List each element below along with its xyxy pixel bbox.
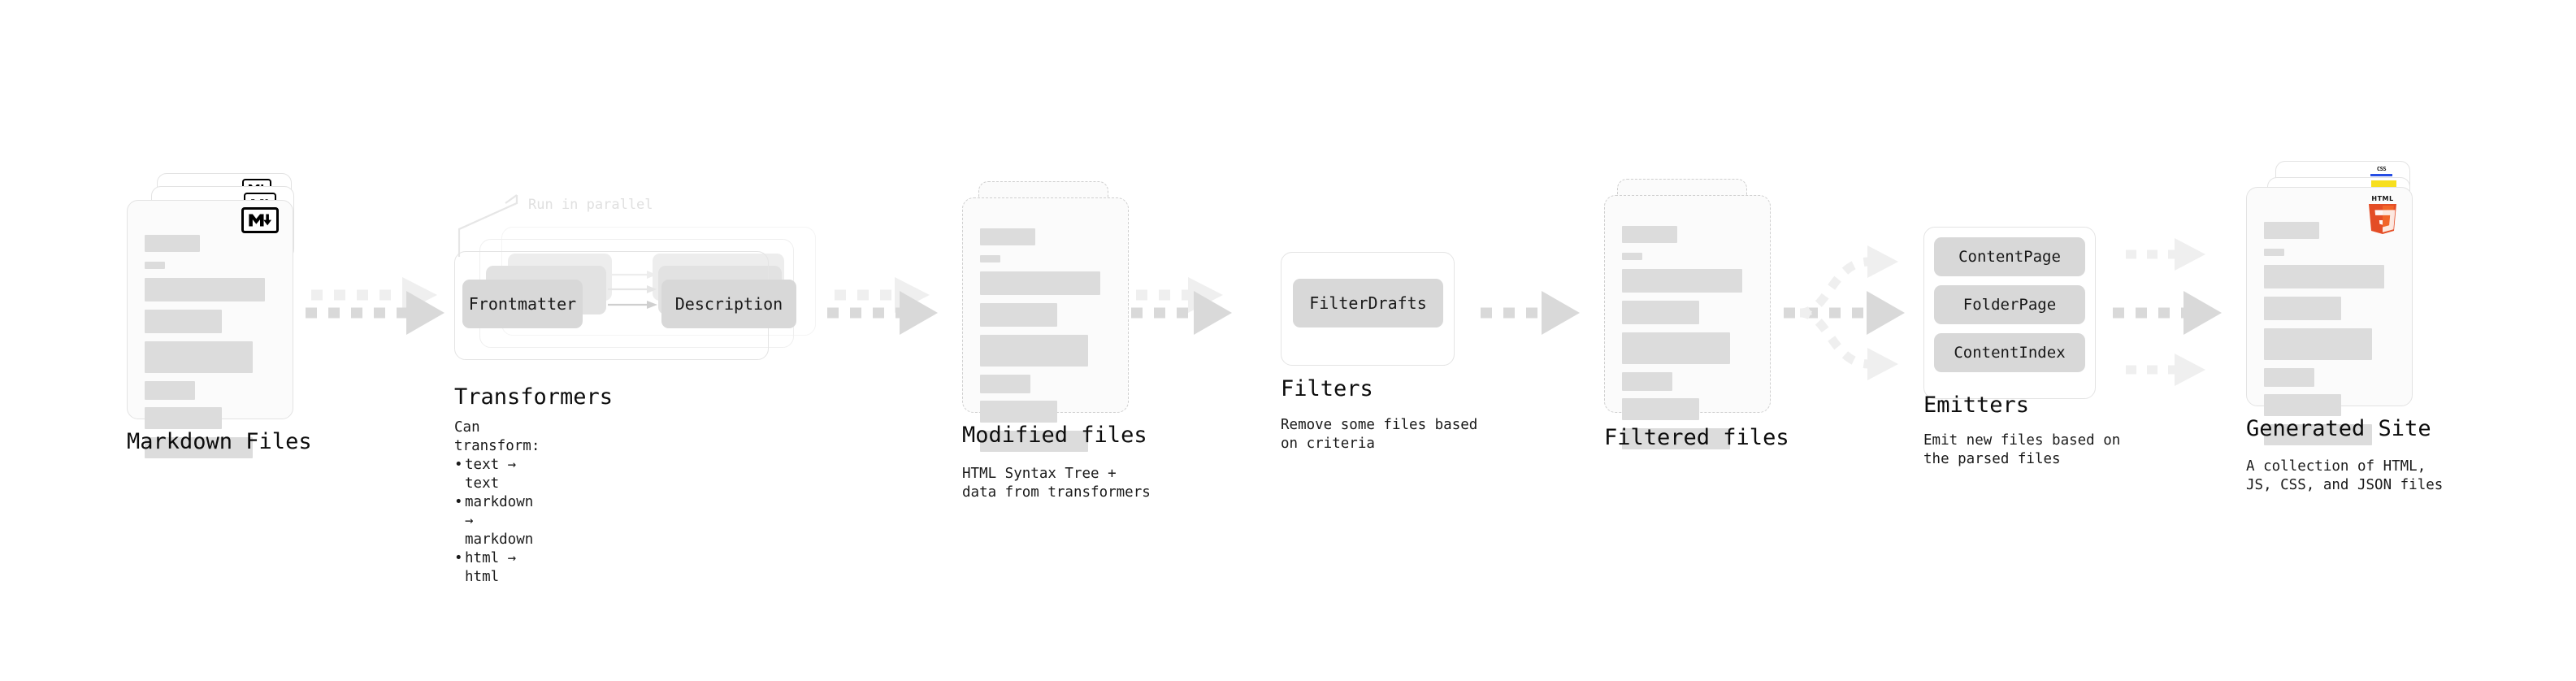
- stage-title-generated-site: Generated Site: [2246, 416, 2431, 441]
- skeleton-line: [145, 381, 195, 400]
- transformer-chip-frontmatter[interactable]: Frontmatter: [462, 280, 583, 328]
- filtered-card-front: [1604, 195, 1771, 449]
- skeleton-line: [1622, 428, 1730, 449]
- run-in-parallel-bracket: [458, 194, 518, 257]
- generated-site-caption-line1: A collection of HTML,: [2246, 458, 2426, 475]
- stage-title-emitters: Emitters: [1923, 393, 2030, 418]
- site-card-front: [2246, 187, 2413, 445]
- skeleton-line: [2264, 297, 2341, 320]
- run-in-parallel-label: Run in parallel: [528, 197, 653, 213]
- stage-title-transformers: Transformers: [454, 384, 614, 410]
- connector-filtered-to-emitters: [1784, 245, 1905, 380]
- skeleton-line: [980, 335, 1088, 367]
- skeleton-line: [1622, 372, 1672, 391]
- skeleton-line: [1622, 398, 1699, 420]
- emitters-caption-line2: the parsed files: [1923, 451, 2061, 467]
- skeleton-line: [1622, 332, 1730, 364]
- generated-site-caption-line2: JS, CSS, and JSON files: [2246, 477, 2444, 493]
- skeleton-line: [1622, 226, 1677, 243]
- skeleton-line: [145, 341, 253, 373]
- transformers-caption-item: html → html: [454, 549, 540, 587]
- stage-title-filters: Filters: [1281, 376, 1373, 401]
- stage-title-filtered-files: Filtered files: [1604, 425, 1789, 450]
- transformers-caption-item: text → text: [454, 456, 540, 493]
- transformers-caption: Can transform: text → text markdown → ma…: [454, 419, 540, 587]
- skeleton-line: [1622, 253, 1642, 260]
- skeleton-line: [980, 271, 1100, 295]
- connector-markdown-to-transformers: [306, 277, 445, 335]
- connector-transformers-to-modified: [827, 277, 938, 335]
- skeleton-line: [1622, 301, 1699, 324]
- markdown-icon: [241, 207, 279, 233]
- skeleton-line: [980, 431, 1088, 452]
- css-icon-label: CSS: [2376, 166, 2387, 172]
- transformer-inner-arrows: [608, 271, 657, 309]
- connector-filters-to-filtered: [1481, 291, 1580, 335]
- skeleton-line: [145, 235, 200, 252]
- skeleton-line: [2264, 265, 2384, 288]
- emitter-chip-contentpage[interactable]: ContentPage: [1934, 237, 2085, 276]
- skeleton-line: [145, 278, 265, 301]
- skeleton-line: [980, 228, 1035, 245]
- skeleton-line: [2264, 222, 2319, 239]
- stage-title-modified-files: Modified files: [962, 423, 1147, 448]
- skeleton-line: [2264, 249, 2284, 256]
- skeleton-line: [980, 401, 1057, 423]
- skeleton-line: [1622, 269, 1742, 293]
- skeleton-line: [980, 255, 1000, 262]
- markdown-card-front: [127, 200, 293, 458]
- filters-caption-line2: on criteria: [1281, 436, 1375, 452]
- connector-modified-to-filters: [1131, 277, 1232, 335]
- skeleton-line: [145, 262, 165, 269]
- emitter-chip-folderpage[interactable]: FolderPage: [1934, 285, 2085, 324]
- filters-caption-line1: Remove some files based: [1281, 417, 1478, 433]
- emitters-caption-line1: Emit new files based on: [1923, 432, 2121, 449]
- modified-files-caption-line2: data from transformers: [962, 484, 1151, 501]
- skeleton-line: [2264, 368, 2314, 387]
- skeleton-line: [980, 303, 1057, 327]
- emitter-chip-contentindex[interactable]: ContentIndex: [1934, 333, 2085, 372]
- skeleton-line: [145, 437, 253, 458]
- skeleton-line: [2264, 394, 2341, 416]
- html5-icon: HTML: [2366, 193, 2400, 236]
- skeleton-line: [145, 310, 222, 333]
- skeleton-line: [2264, 328, 2372, 360]
- transformers-caption-head: Can transform:: [454, 419, 540, 454]
- modified-card-front: [962, 197, 1129, 452]
- modified-files-caption-line1: HTML Syntax Tree +: [962, 466, 1117, 482]
- transformers-caption-item: markdown → markdown: [454, 493, 540, 549]
- filter-chip-filterdrafts[interactable]: FilterDrafts: [1293, 279, 1443, 327]
- svg-text:HTML: HTML: [2371, 195, 2393, 202]
- css-icon: CSS: [2370, 166, 2392, 176]
- skeleton-line: [980, 375, 1030, 393]
- transformer-chip-description[interactable]: Description: [661, 280, 796, 328]
- connector-emitters-to-site: [2113, 238, 2222, 386]
- stage-title-markdown-files: Markdown Files: [127, 429, 312, 454]
- skeleton-line: [145, 407, 222, 429]
- skeleton-line: [2264, 424, 2372, 445]
- css-icon-bar: [2370, 174, 2392, 176]
